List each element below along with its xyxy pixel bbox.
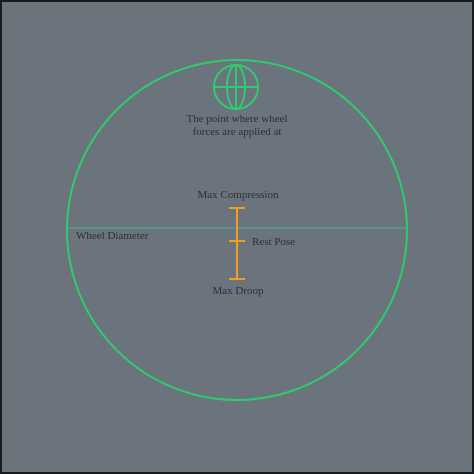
wheel-outline xyxy=(66,59,408,401)
force-point-label-line1: The point where wheel xyxy=(186,113,288,125)
max-compression-label: Max Compression xyxy=(197,189,279,201)
suspension-travel-marker xyxy=(229,207,245,280)
wheel-diameter-label: Wheel Diameter xyxy=(76,230,149,242)
globe-icon xyxy=(213,64,259,110)
force-point-label-line2: forces are applied at xyxy=(192,126,282,138)
max-droop-label: Max Droop xyxy=(212,285,264,297)
rest-pose-label: Rest Pose xyxy=(252,236,296,248)
